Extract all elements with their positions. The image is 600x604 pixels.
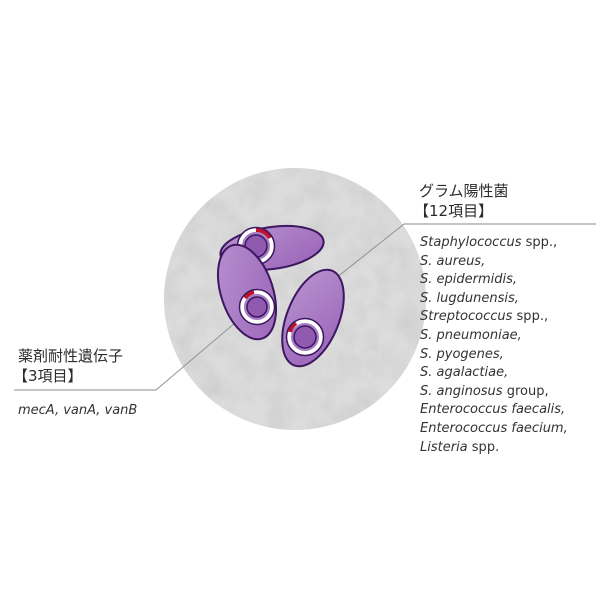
species-name: Enterococcus faecalis, — [420, 402, 566, 418]
species-name: Listeria — [420, 439, 468, 455]
species-suffix: spp. — [467, 439, 500, 455]
leader-line-resistance-genes — [14, 299, 263, 391]
species-name: S. pyogenes, — [420, 346, 504, 362]
species-item: S. pyogenes, — [420, 346, 568, 365]
species-suffix: group, — [502, 383, 549, 399]
species-name: Streptococcus — [420, 309, 513, 325]
species-name: S. anginosus — [420, 383, 503, 399]
species-suffix: spp., — [512, 309, 549, 325]
species-item: Staphylococcus spp., — [420, 234, 568, 253]
species-item: Streptococcus spp., — [420, 308, 568, 327]
species-item: S. lugdunensis, — [420, 290, 568, 309]
plasmid-icon — [285, 317, 325, 357]
species-name: S. aureus, — [420, 253, 486, 269]
leader-line-gram-positive — [335, 223, 596, 279]
gram-positive-title: グラム陽性菌 — [419, 182, 509, 200]
species-item: S. agalactiae, — [420, 364, 568, 383]
species-name: Enterococcus faecium, — [420, 420, 568, 436]
species-item: Enterococcus faecium, — [420, 420, 568, 439]
species-name: S. lugdunensis, — [420, 290, 519, 306]
species-name: S. agalactiae, — [420, 365, 509, 381]
species-name: Staphylococcus — [420, 235, 522, 250]
resistance-genes-title: 薬剤耐性遺伝子 — [18, 347, 124, 365]
resistance-genes-list: mecA, vanA, vanB — [18, 403, 138, 418]
species-item: Listeria spp. — [420, 439, 568, 458]
resistance-genes-count: 【3項目】 — [13, 367, 83, 385]
gram-positive-count: 【12項目】 — [414, 202, 494, 220]
species-item: Enterococcus faecalis, — [420, 401, 568, 420]
species-name: S. pneumoniae, — [420, 327, 522, 343]
species-item: S. anginosus group, — [420, 383, 568, 402]
plasmid-icon — [238, 288, 276, 326]
species-item: S. epidermidis, — [420, 271, 568, 290]
bacterium-right — [281, 268, 345, 368]
species-name: S. epidermidis, — [420, 272, 518, 288]
species-item: S. pneumoniae, — [420, 327, 568, 346]
species-suffix: spp., — [521, 235, 558, 250]
bacterium-left — [217, 243, 277, 341]
species-item: S. aureus, — [420, 253, 568, 272]
species-list: Staphylococcus spp.,S. aureus,S. epiderm… — [420, 234, 568, 457]
